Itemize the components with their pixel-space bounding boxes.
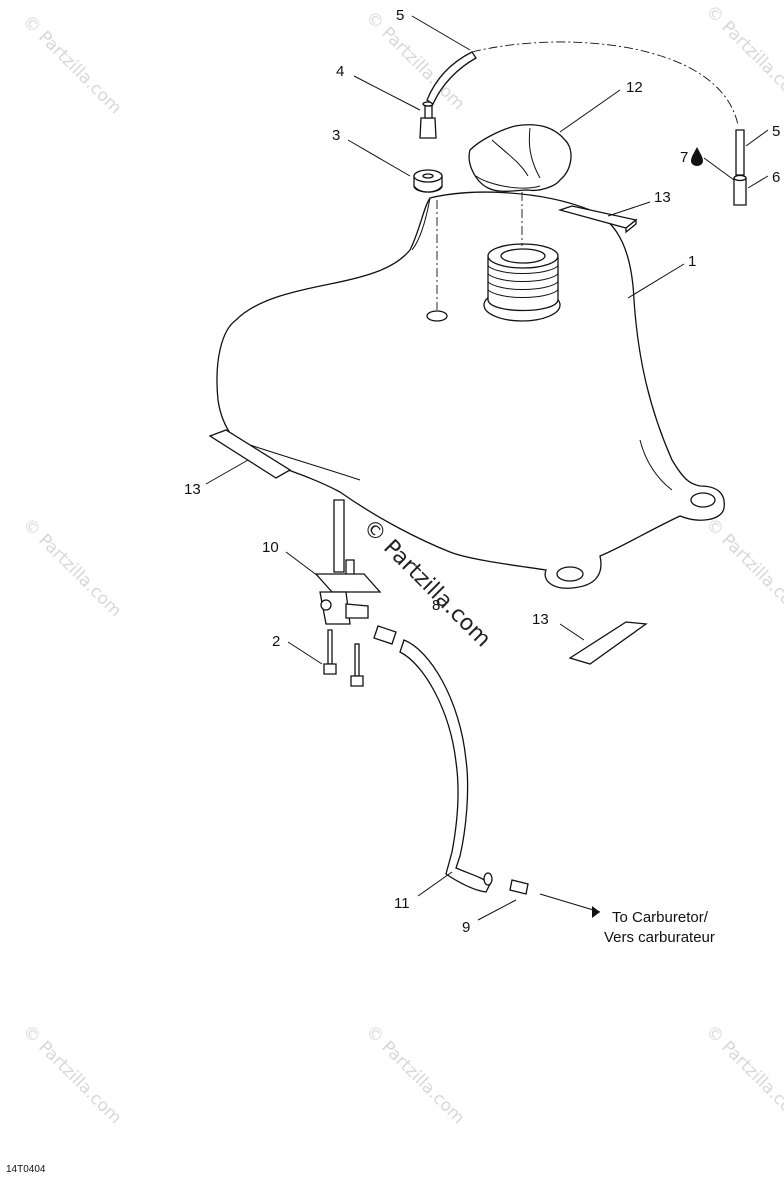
callout-12: 12 <box>626 79 643 96</box>
vent-grommet <box>413 169 443 193</box>
tank-pads <box>208 205 648 665</box>
screws <box>323 629 364 687</box>
watermark: © Partzilla.com <box>701 1 784 108</box>
callout-13-left: 13 <box>184 481 201 498</box>
fuel-line <box>373 625 529 895</box>
fuel-valve <box>314 499 382 625</box>
watermark: © Partzilla.com <box>361 7 468 114</box>
destination-line-1: To Carburetor/ <box>612 909 709 926</box>
callout-13-bottom: 13 <box>532 611 549 628</box>
callout-5-right: 5 <box>772 123 780 140</box>
callout-5-hose: 5 <box>396 7 404 24</box>
callout-1: 1 <box>688 253 696 270</box>
diagram-code: 14T0404 <box>6 1164 46 1175</box>
callout-labels: 5 4 3 12 5 7 6 13 1 13 10 8 13 2 11 9 To… <box>184 7 780 946</box>
watermark: © Partzilla.com <box>18 514 125 621</box>
leader-lines <box>205 15 769 921</box>
vent-fitting <box>419 101 437 139</box>
arrow-head-icon <box>592 906 600 918</box>
watermark: © Partzilla.com <box>701 1021 784 1128</box>
filler-neck <box>483 243 561 322</box>
callout-4: 4 <box>336 63 344 80</box>
callout-6: 6 <box>772 169 780 186</box>
callout-11: 11 <box>394 895 410 912</box>
watermark: © Partzilla.com <box>361 1021 468 1128</box>
callout-9: 9 <box>462 919 470 936</box>
callout-7: 7 <box>680 149 688 166</box>
callout-13-top: 13 <box>654 189 671 206</box>
callout-8: 8 <box>432 597 440 614</box>
watermark: © Partzilla.com <box>18 11 125 118</box>
drop-icon <box>691 147 703 166</box>
callout-2: 2 <box>272 633 280 650</box>
callout-10: 10 <box>262 539 279 556</box>
watermark: © Partzilla.com <box>701 514 784 621</box>
fuel-cap <box>468 124 572 192</box>
destination-line-2: Vers carburateur <box>604 929 715 946</box>
watermark: © Partzilla.com <box>18 1021 125 1128</box>
callout-3: 3 <box>332 127 340 144</box>
fuel-tank <box>216 191 725 589</box>
vent-hose <box>426 41 747 206</box>
